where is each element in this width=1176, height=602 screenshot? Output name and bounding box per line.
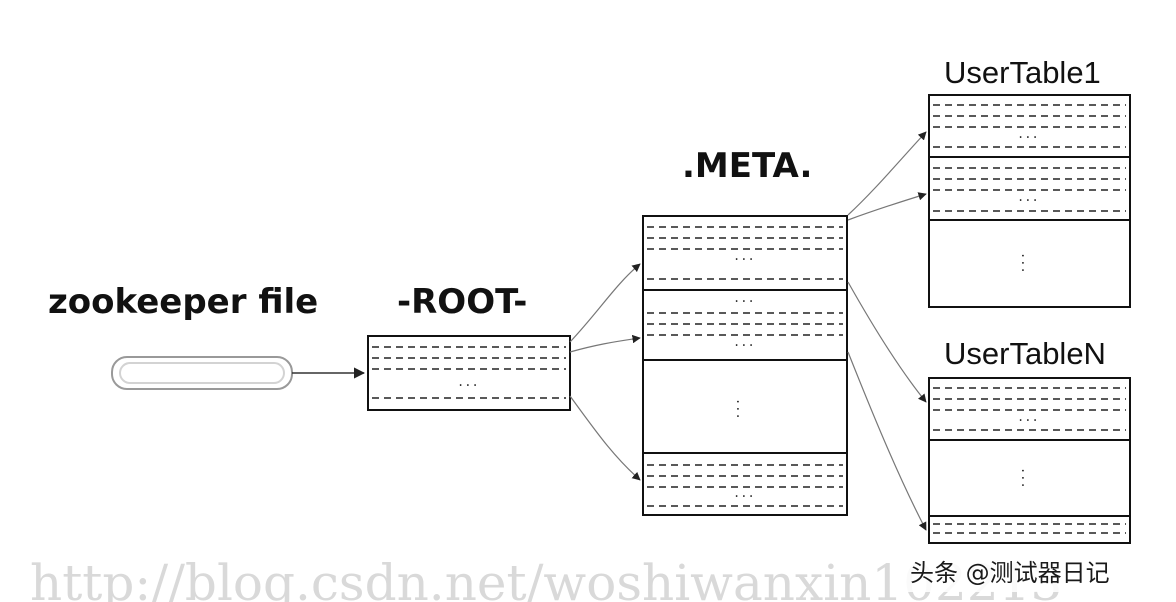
user-table-1-label: UserTable1: [944, 55, 1101, 90]
root-label: -ROOT-: [397, 282, 527, 322]
meta-ellipsis-2: ...: [733, 291, 755, 305]
root-to-meta-arrow-3: [569, 395, 641, 481]
user-table-n: ... ...: [928, 377, 1131, 544]
watermark-brand-backdrop: [902, 552, 1164, 592]
watermark-brand: 头条 @测试器日记: [910, 559, 1110, 587]
user-table-n-label: UserTableN: [944, 336, 1106, 371]
user-table-n-ellipsis-1: ...: [1017, 410, 1039, 424]
root-to-meta-arrow-1: [569, 263, 641, 343]
meta-to-usertable1-arrow-2: [847, 192, 927, 221]
meta-ellipsis-4: ...: [733, 486, 755, 500]
zookeeper-label: zookeeper file: [48, 282, 318, 322]
root-ellipsis: ...: [457, 375, 479, 389]
watermark-url: http://blog.csdn.net/woshiwanxin102213: [30, 554, 1062, 602]
meta-to-usertablen-arrow-2: [847, 351, 927, 531]
meta-ellipsis-1: ...: [733, 249, 755, 263]
meta-to-usertable1-arrow-1: [847, 131, 927, 216]
meta-table: ... ... ... ... ...: [642, 215, 848, 516]
meta-label: .META.: [682, 146, 812, 186]
root-table: ...: [367, 335, 571, 411]
user-table-1-ellipsis-2: ...: [1017, 190, 1039, 204]
meta-ellipsis-3: ...: [733, 335, 755, 349]
root-to-meta-arrow-2: [569, 334, 641, 353]
user-table-1-vertical-ellipsis: ...: [1019, 252, 1033, 274]
meta-vertical-ellipsis: ...: [734, 398, 748, 420]
meta-to-usertablen-arrow-1: [847, 281, 927, 403]
zookeeper-file-shape: [111, 356, 293, 390]
user-table-1-ellipsis-1: ...: [1017, 127, 1039, 141]
user-table-n-vertical-ellipsis: ...: [1019, 467, 1033, 489]
user-table-1: ... ... ...: [928, 94, 1131, 308]
